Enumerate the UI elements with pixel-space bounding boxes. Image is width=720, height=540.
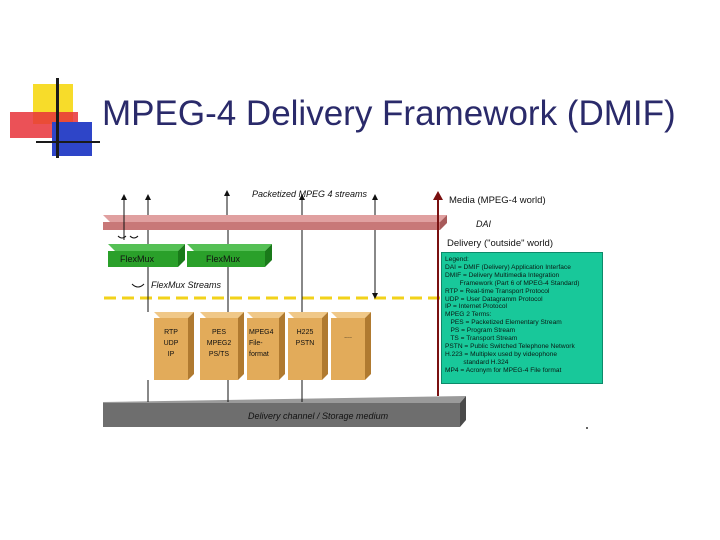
flexmux-tick-2: [129, 235, 139, 239]
protocol-box-rtp-text: RTP UDP IP: [157, 327, 185, 360]
flexmux-label-1: FlexMux: [120, 254, 155, 264]
legend-line: DMIF = Delivery Multimedia Integration: [445, 271, 560, 279]
decorative-horizontal-line: [36, 141, 100, 143]
box-line: H225: [296, 329, 314, 336]
legend-line: Framework (Part 6 of MPEG-4 Standard): [445, 279, 580, 287]
legend-line: UDP = User Datagramm Protocol: [445, 295, 543, 303]
delivery-world-label: Delivery ("outside" world): [447, 238, 553, 249]
legend-line: MPEG 2 Terms:: [445, 311, 492, 319]
legend-line: PES = Packetized Elementary Stream: [445, 319, 562, 327]
protocol-box-rtp: [154, 312, 194, 380]
box-line: File-: [249, 340, 263, 347]
legend-line: DAI = DMIF (Delivery) Application Interf…: [445, 263, 571, 271]
flexmux-box-2: [187, 244, 272, 267]
legend-line: standard H.324: [445, 358, 509, 366]
flexmux-stream-tick: [131, 283, 145, 288]
flexmux-tick-1: [117, 235, 127, 239]
decorative-dot: [586, 427, 588, 429]
protocol-box-h225-text: H225 PSTN: [290, 327, 320, 349]
legend-box: Legend: DAI = DMIF (Delivery) Applicatio…: [441, 252, 603, 384]
box-line: MPEG4: [249, 329, 274, 336]
box-line: UDP: [163, 340, 179, 347]
decorative-vertical-line: [56, 78, 59, 158]
legend-line: PS = Program Stream: [445, 327, 516, 335]
legend-line: Legend:: [445, 256, 469, 263]
slide-title: MPEG-4 Delivery Framework (DMIF): [102, 94, 676, 133]
flexmux-box-1: [108, 244, 185, 267]
protocol-box-mpeg4-text: MPEG4 File- format: [249, 327, 279, 360]
legend-line: H.223 = Multiplex used by videophone: [445, 350, 557, 358]
delivery-channel-label: Delivery channel / Storage medium: [248, 411, 389, 421]
flexmux-streams-label: FlexMux Streams: [151, 280, 222, 290]
box-line: MPEG2: [206, 340, 232, 347]
legend-line: IP = Internet Protocol: [445, 303, 508, 311]
box-line: IP: [167, 351, 175, 358]
box-line: RTP: [164, 329, 178, 336]
protocol-box-other-text: ....: [333, 331, 363, 342]
legend-line: RTP = Real-time Transport Protocol: [445, 287, 550, 295]
box-line: format: [249, 351, 269, 358]
box-line: ....: [344, 333, 352, 340]
protocol-box-pes: [200, 312, 244, 380]
box-line: PSTN: [295, 340, 315, 347]
divider-arrowhead: [433, 191, 443, 200]
dai-bar: [103, 215, 447, 230]
box-line: PS/TS: [208, 351, 230, 358]
protocol-box-h225: [288, 312, 328, 380]
media-world-label: Media (MPEG-4 world): [449, 195, 546, 206]
legend-line: TS = Transport Stream: [445, 335, 518, 343]
stream-arrows: [121, 190, 378, 402]
protocol-box-pes-text: PES MPEG2 PS/TS: [202, 327, 236, 360]
legend-line: MP4 = Acronym for MPEG-4 File format: [445, 366, 562, 374]
protocol-box-other: [331, 312, 371, 380]
legend-line: PSTN = Public Switched Telephone Network: [445, 342, 575, 350]
protocol-box-mpeg4: [247, 312, 285, 380]
box-line: PES: [211, 329, 226, 336]
packetized-streams-label: Packetized MPEG 4 streams: [252, 189, 368, 199]
flexmux-label-2: FlexMux: [206, 254, 241, 264]
dai-label: DAI: [476, 219, 492, 229]
delivery-channel-bar: [103, 396, 466, 427]
